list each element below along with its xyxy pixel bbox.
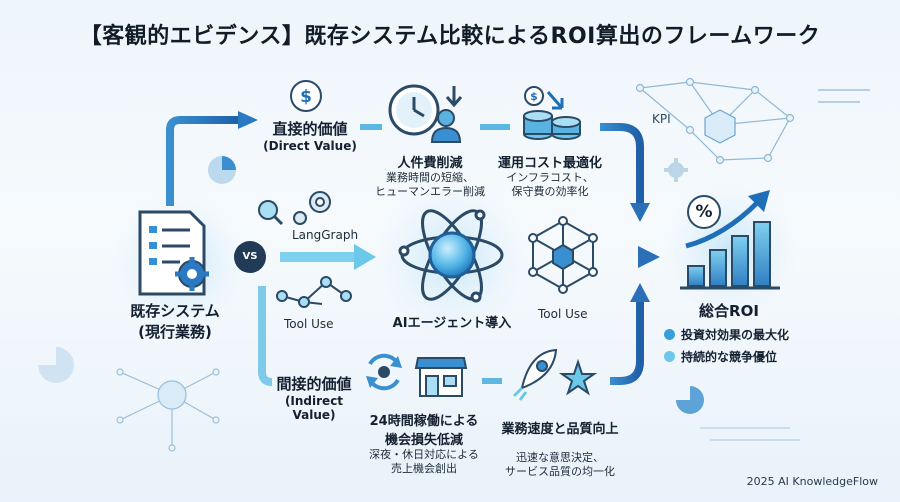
tool-use-network-left-icon (276, 276, 352, 308)
arrowhead-ops-roi-icon (630, 203, 650, 222)
svg-text:$: $ (300, 87, 312, 107)
arrow-legacy-to-indirect (258, 286, 273, 386)
network-deco-top-right-icon (635, 77, 870, 165)
labor-cost-title: 人件費削減 (397, 156, 463, 171)
network-deco-bottom-left-icon (116, 368, 220, 452)
speed-quality-block: 業務速度と品質向上 迅速な意思決定、 サービス品質の均一化 (490, 418, 630, 479)
coins-down-icon: $ (523, 86, 581, 140)
opportunity-title-line2: 機会損失低減 (384, 433, 463, 448)
gear-deco-icon (664, 158, 688, 182)
roi-title: 総合ROI (699, 302, 759, 320)
vs-badge-label: VS (242, 251, 258, 262)
indirect-value-block: 間接的価値 (Indirect Value) (262, 373, 366, 422)
indirect-value-label: 間接的価値 (276, 375, 352, 393)
arrow-ops-to-roi (600, 123, 644, 205)
ops-cost-title: 運用コスト最適化 (497, 156, 602, 171)
opportunity-block: 24時間稼働による 機会損失低減 深夜・休日対応による 売上機会創出 (358, 410, 490, 476)
arrow-speed-to-roi (610, 300, 644, 385)
speed-quality-title: 業務速度と品質向上 (501, 422, 619, 437)
opportunity-desc-line1: 深夜・休日対応による (369, 448, 479, 461)
percent-icon: % (695, 202, 713, 222)
ops-cost-desc-line2: 保守費の効率化 (511, 185, 589, 198)
tool-use-network-right-icon (528, 216, 598, 294)
legacy-system-label: 既存システム (現行業務) (110, 300, 240, 342)
legacy-label-line2: (現行業務) (138, 323, 212, 341)
vs-badge-circle (234, 241, 266, 273)
footer-credit: 2025 AI KnowledgeFlow (746, 475, 878, 488)
lines-deco-bottom-right-icon (700, 427, 800, 441)
document-gear-icon (138, 210, 209, 296)
pie-deco-bottom-right-icon (676, 386, 704, 414)
ai-agent-label: AIエージェント導入 (392, 316, 512, 331)
glow-roi (660, 180, 800, 320)
dollar-coin-icon: $ (290, 80, 322, 112)
roi-bullet-1-text: 投資対効果の最大化 (681, 328, 790, 342)
arrow-legacy-to-direct (166, 116, 240, 206)
arrowhead-ai-icon (354, 244, 376, 270)
search-gears-icon (258, 191, 331, 226)
roi-bullet-1: 投資対効果の最大化 (664, 326, 789, 343)
roi-bullet-2-text: 持続的な競争優位 (681, 350, 778, 364)
opportunity-title-line1: 24時間稼働による (369, 414, 479, 429)
labor-cost-desc-line1: 業務時間の短縮、 (386, 171, 474, 184)
direct-value-sublabel: (Direct Value) (263, 139, 357, 153)
speed-quality-desc-line1: 迅速な意思決定、 (516, 451, 604, 464)
cycle-arrows-icon (366, 353, 402, 391)
legacy-label-line1: 既存システム (130, 302, 220, 320)
bullet-dot-icon (664, 351, 675, 362)
arrowhead-roi-icon (638, 246, 660, 268)
speed-quality-desc-line2: サービス品質の均一化 (505, 465, 615, 478)
storefront-icon (414, 357, 468, 397)
labor-cost-block: 人件費削減 業務時間の短縮、 ヒューマンエラー削減 (362, 152, 498, 199)
ai-atom-icon (398, 209, 504, 303)
page-title: 【客観的エビデンス】既存システム比較によるROI算出のフレームワーク (79, 24, 821, 49)
tool-use-left-label: Tool Use (284, 317, 334, 331)
roi-bullet-2: 持続的な競争優位 (664, 348, 777, 365)
ops-cost-desc-line1: インフラコスト、 (506, 171, 594, 184)
direct-value-block: 直接的価値 (Direct Value) (260, 118, 360, 153)
ops-cost-block: 運用コスト最適化 インフラコスト、 保守費の効率化 (490, 152, 610, 199)
indirect-value-sublabel: (Indirect Value) (284, 394, 344, 422)
labor-cost-desc-line2: ヒューマンエラー削減 (375, 185, 485, 198)
rocket-star-icon (512, 348, 598, 401)
kpi-label: KPI (652, 112, 671, 126)
tool-use-right-label: Tool Use (538, 307, 588, 321)
pie-deco-bottom-left-icon (38, 347, 74, 383)
arrowhead-direct-icon (238, 111, 258, 129)
bullet-dot-icon (664, 329, 675, 340)
svg-text:$: $ (530, 90, 538, 103)
roi-growth-chart-icon (680, 190, 780, 290)
langgraph-label: LangGraph (292, 228, 359, 242)
clock-person-icon (388, 84, 463, 143)
arrowhead-speed-roi-icon (630, 283, 650, 302)
pie-chart-icon (208, 156, 236, 184)
opportunity-desc-line2: 売上機会創出 (391, 462, 457, 475)
direct-value-label: 直接的価値 (272, 120, 348, 138)
